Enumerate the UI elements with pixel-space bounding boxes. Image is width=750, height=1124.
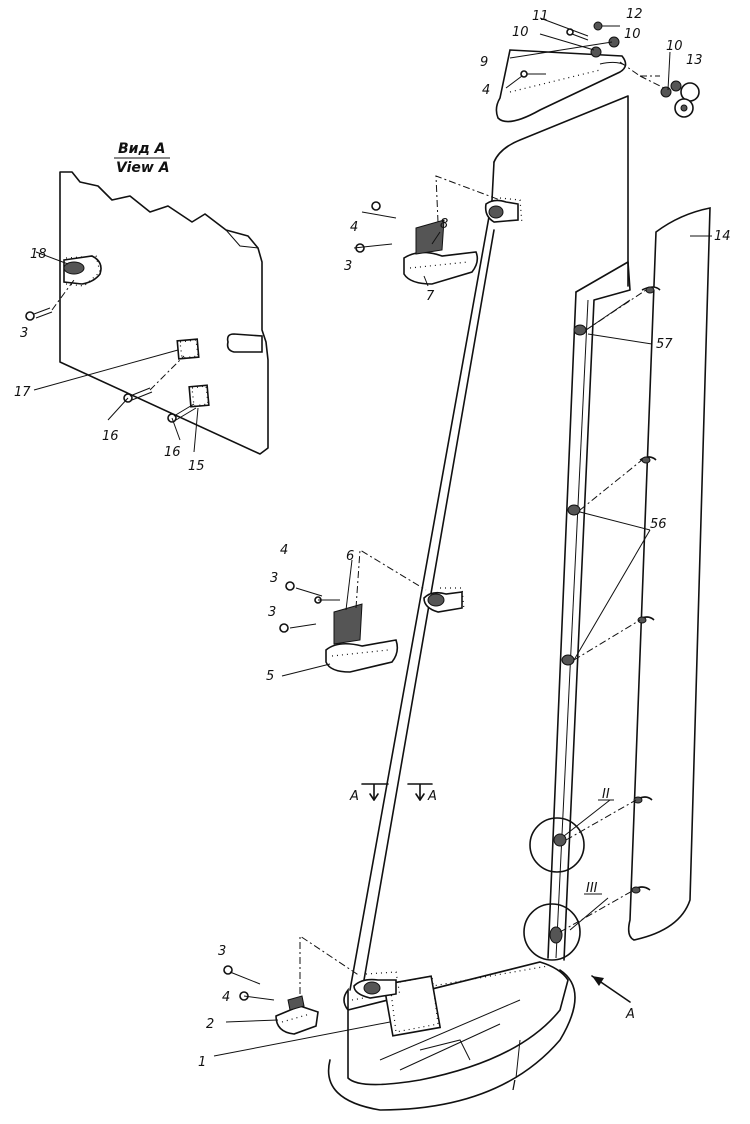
spar-hinge-57 [573,299,631,336]
detail-circle-ii [529,817,585,873]
callout-4-lower: 4 [222,990,230,1005]
callout-7: 7 [426,289,435,304]
section-label-right: А [427,789,437,804]
callout-56: 56 [650,517,667,532]
view-caption-ru: Вид А [118,141,166,157]
callout-12: 12 [626,7,643,22]
callout-3-middle-a: 3 [270,571,278,586]
callout-4-top: 4 [482,83,490,98]
callout-3-middle-b: 3 [268,605,276,620]
spar-hinge-56-lower [561,654,575,666]
section-a-a [361,783,433,801]
callout-18: 18 [30,247,47,262]
top-tip-fairing [495,21,700,123]
rudder-main-body [327,95,631,1111]
callout-16-right: 16 [164,445,181,460]
callout-8: 8 [440,217,448,232]
callout-15: 15 [188,459,205,474]
zone-label-i: I [512,1079,516,1094]
callout-2: 2 [206,1017,214,1032]
callout-3-view: 3 [20,326,28,341]
view-a-inset [25,171,269,455]
bolt-3-view [25,279,75,321]
callout-10-b: 10 [624,27,641,42]
hinge-bracket-lower [223,935,361,1035]
callout-5: 5 [266,669,274,684]
callout-6: 6 [346,549,354,564]
callout-14: 14 [714,229,731,244]
callout-16-left: 16 [102,429,119,444]
callout-3-lower: 3 [218,944,226,959]
callout-11: 11 [532,9,549,24]
zone-label-iii: III [586,881,598,896]
labels: Вид А View A 18 3 17 16 16 15 11 12 10 1… [14,7,731,1094]
callout-4-upper: 4 [350,220,358,235]
callout-1: 1 [198,1055,206,1070]
callout-9: 9 [480,55,488,70]
callout-17: 17 [14,385,31,400]
callout-4-middle: 4 [280,543,288,558]
view-arrow-a [591,975,631,1003]
hinge-bracket-upper [353,175,501,285]
arrow-label-a: А [625,1007,635,1022]
trim-tab [559,207,711,941]
hinge-bracket-middle [279,549,427,673]
zone-label-ii: II [602,787,610,802]
callout-13: 13 [686,53,703,68]
spar-hinge-56-upper [567,504,581,516]
detail-circle-iii [523,903,581,961]
callout-3-upper: 3 [344,259,352,274]
callout-10-c: 10 [666,39,683,54]
view-caption-en: View A [116,160,170,176]
leader-lines [33,17,712,1079]
callout-57: 57 [656,337,673,352]
callout-10-a: 10 [512,25,529,40]
section-label-left: А [349,789,359,804]
